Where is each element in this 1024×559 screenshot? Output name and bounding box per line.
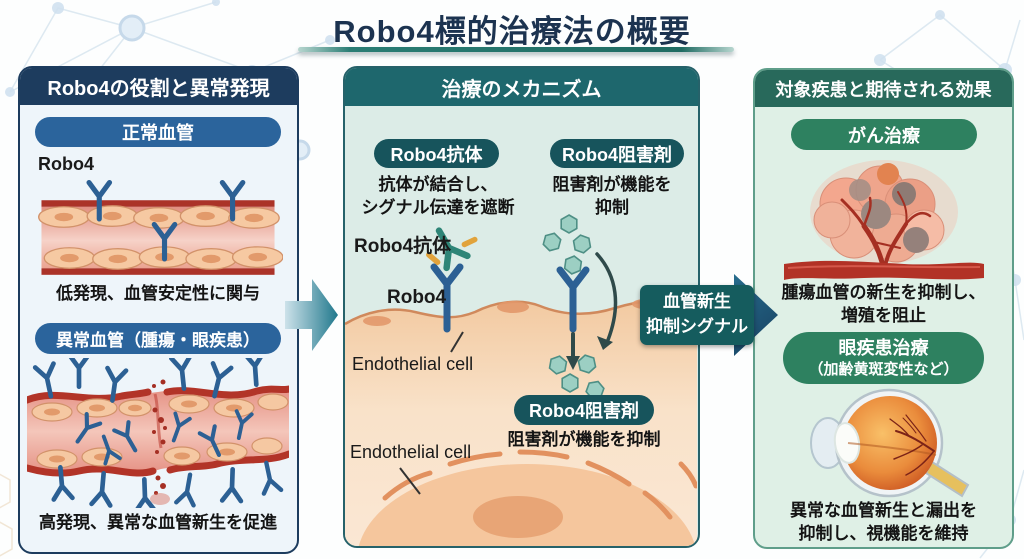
left-panel-header: Robo4の役割と異常発現	[20, 68, 297, 105]
panel-robo4-role: Robo4の役割と異常発現 正常血管 Robo4	[18, 66, 299, 554]
inhibitor-caption-line1: 阻害剤が機能を	[552, 175, 672, 194]
middle-panel-header: 治療のメカニズム	[345, 68, 698, 106]
cancer-caption-line1: 腫瘍血管の新生を抑制し、	[781, 283, 986, 302]
endothelial-cell-label-top: Endothelial cell	[352, 354, 474, 374]
normal-vessel-caption: 低発現、血管安定性に関与	[56, 284, 260, 303]
tumor-illustration	[784, 160, 984, 280]
inhibitor-lower-caption: 阻害剤が機能を抑制	[507, 430, 661, 449]
signal-label-box: 血管新生 抑制シグナル	[640, 285, 754, 345]
robo4-receptor-label: Robo4	[38, 154, 94, 174]
normal-vessel-pill: 正常血管	[35, 117, 281, 147]
cancer-caption: 腫瘍血管の新生を抑制し、 増殖を阻止	[755, 282, 1012, 328]
receptor-drawing-label: Robo4	[387, 287, 447, 308]
left-to-middle-arrow-icon	[285, 279, 338, 351]
signal-label-line1: 血管新生	[663, 292, 731, 312]
abnormal-vessel-illustration	[27, 358, 289, 508]
eye-caption-line1: 異常な血管新生と漏出を	[790, 501, 977, 520]
panel-target-diseases: 対象疾患と期待される効果 がん治療	[753, 68, 1014, 549]
eye-illustration	[810, 388, 970, 498]
inhibitor-pill: Robo4阻害剤	[550, 139, 684, 168]
abnormal-vessel-caption: 高発現、異常な血管新生を促進	[39, 513, 277, 532]
endothelial-cell-label-bottom: Endothelial cell	[350, 442, 472, 462]
cancer-pill: がん治療	[791, 119, 977, 150]
signal-arrow-group: 血管新生 抑制シグナル	[636, 268, 780, 364]
antibody-caption-line1: 抗体が結合し、	[378, 175, 498, 194]
eye-caption-line2: 抑制し、視機能を維持	[798, 523, 969, 543]
inhibitor-caption-line2: 抑制	[595, 197, 629, 217]
eye-pill-line2: （加齢黄斑変性など）	[808, 361, 959, 379]
normal-vessel-illustration	[38, 179, 283, 275]
panel-treatment-mechanism: 治療のメカニズム	[343, 66, 700, 548]
page-title: Robo4標的治療法の概要	[333, 14, 691, 49]
signal-label-line2: 抑制シグナル	[646, 317, 748, 336]
antibody-pill: Robo4抗体	[374, 139, 499, 168]
title-underline	[298, 47, 734, 52]
antibody-caption-line2: シグナル伝達を遮断	[361, 197, 515, 217]
abnormal-vessel-pill: 異常血管（腫瘍・眼疾患）	[35, 323, 281, 354]
inhibitor-pill-lower: Robo4阻害剤	[514, 395, 654, 425]
eye-caption: 異常な血管新生と漏出を 抑制し、視機能を維持	[755, 500, 1012, 546]
eye-pill-line1: 眼疾患治療	[838, 337, 929, 358]
right-panel-header: 対象疾患と期待される効果	[755, 70, 1012, 107]
antibody-drawing-label: Robo4抗体	[354, 236, 452, 257]
inhibitor-caption: 阻害剤が機能を 抑制	[531, 174, 693, 220]
cancer-caption-line2: 増殖を阻止	[841, 305, 926, 325]
mechanism-scene-illustration	[345, 214, 697, 546]
eye-disease-pill: 眼疾患治療 （加齢黄斑変性など）	[783, 332, 984, 384]
antibody-caption: 抗体が結合し、 シグナル伝達を遮断	[346, 174, 530, 220]
